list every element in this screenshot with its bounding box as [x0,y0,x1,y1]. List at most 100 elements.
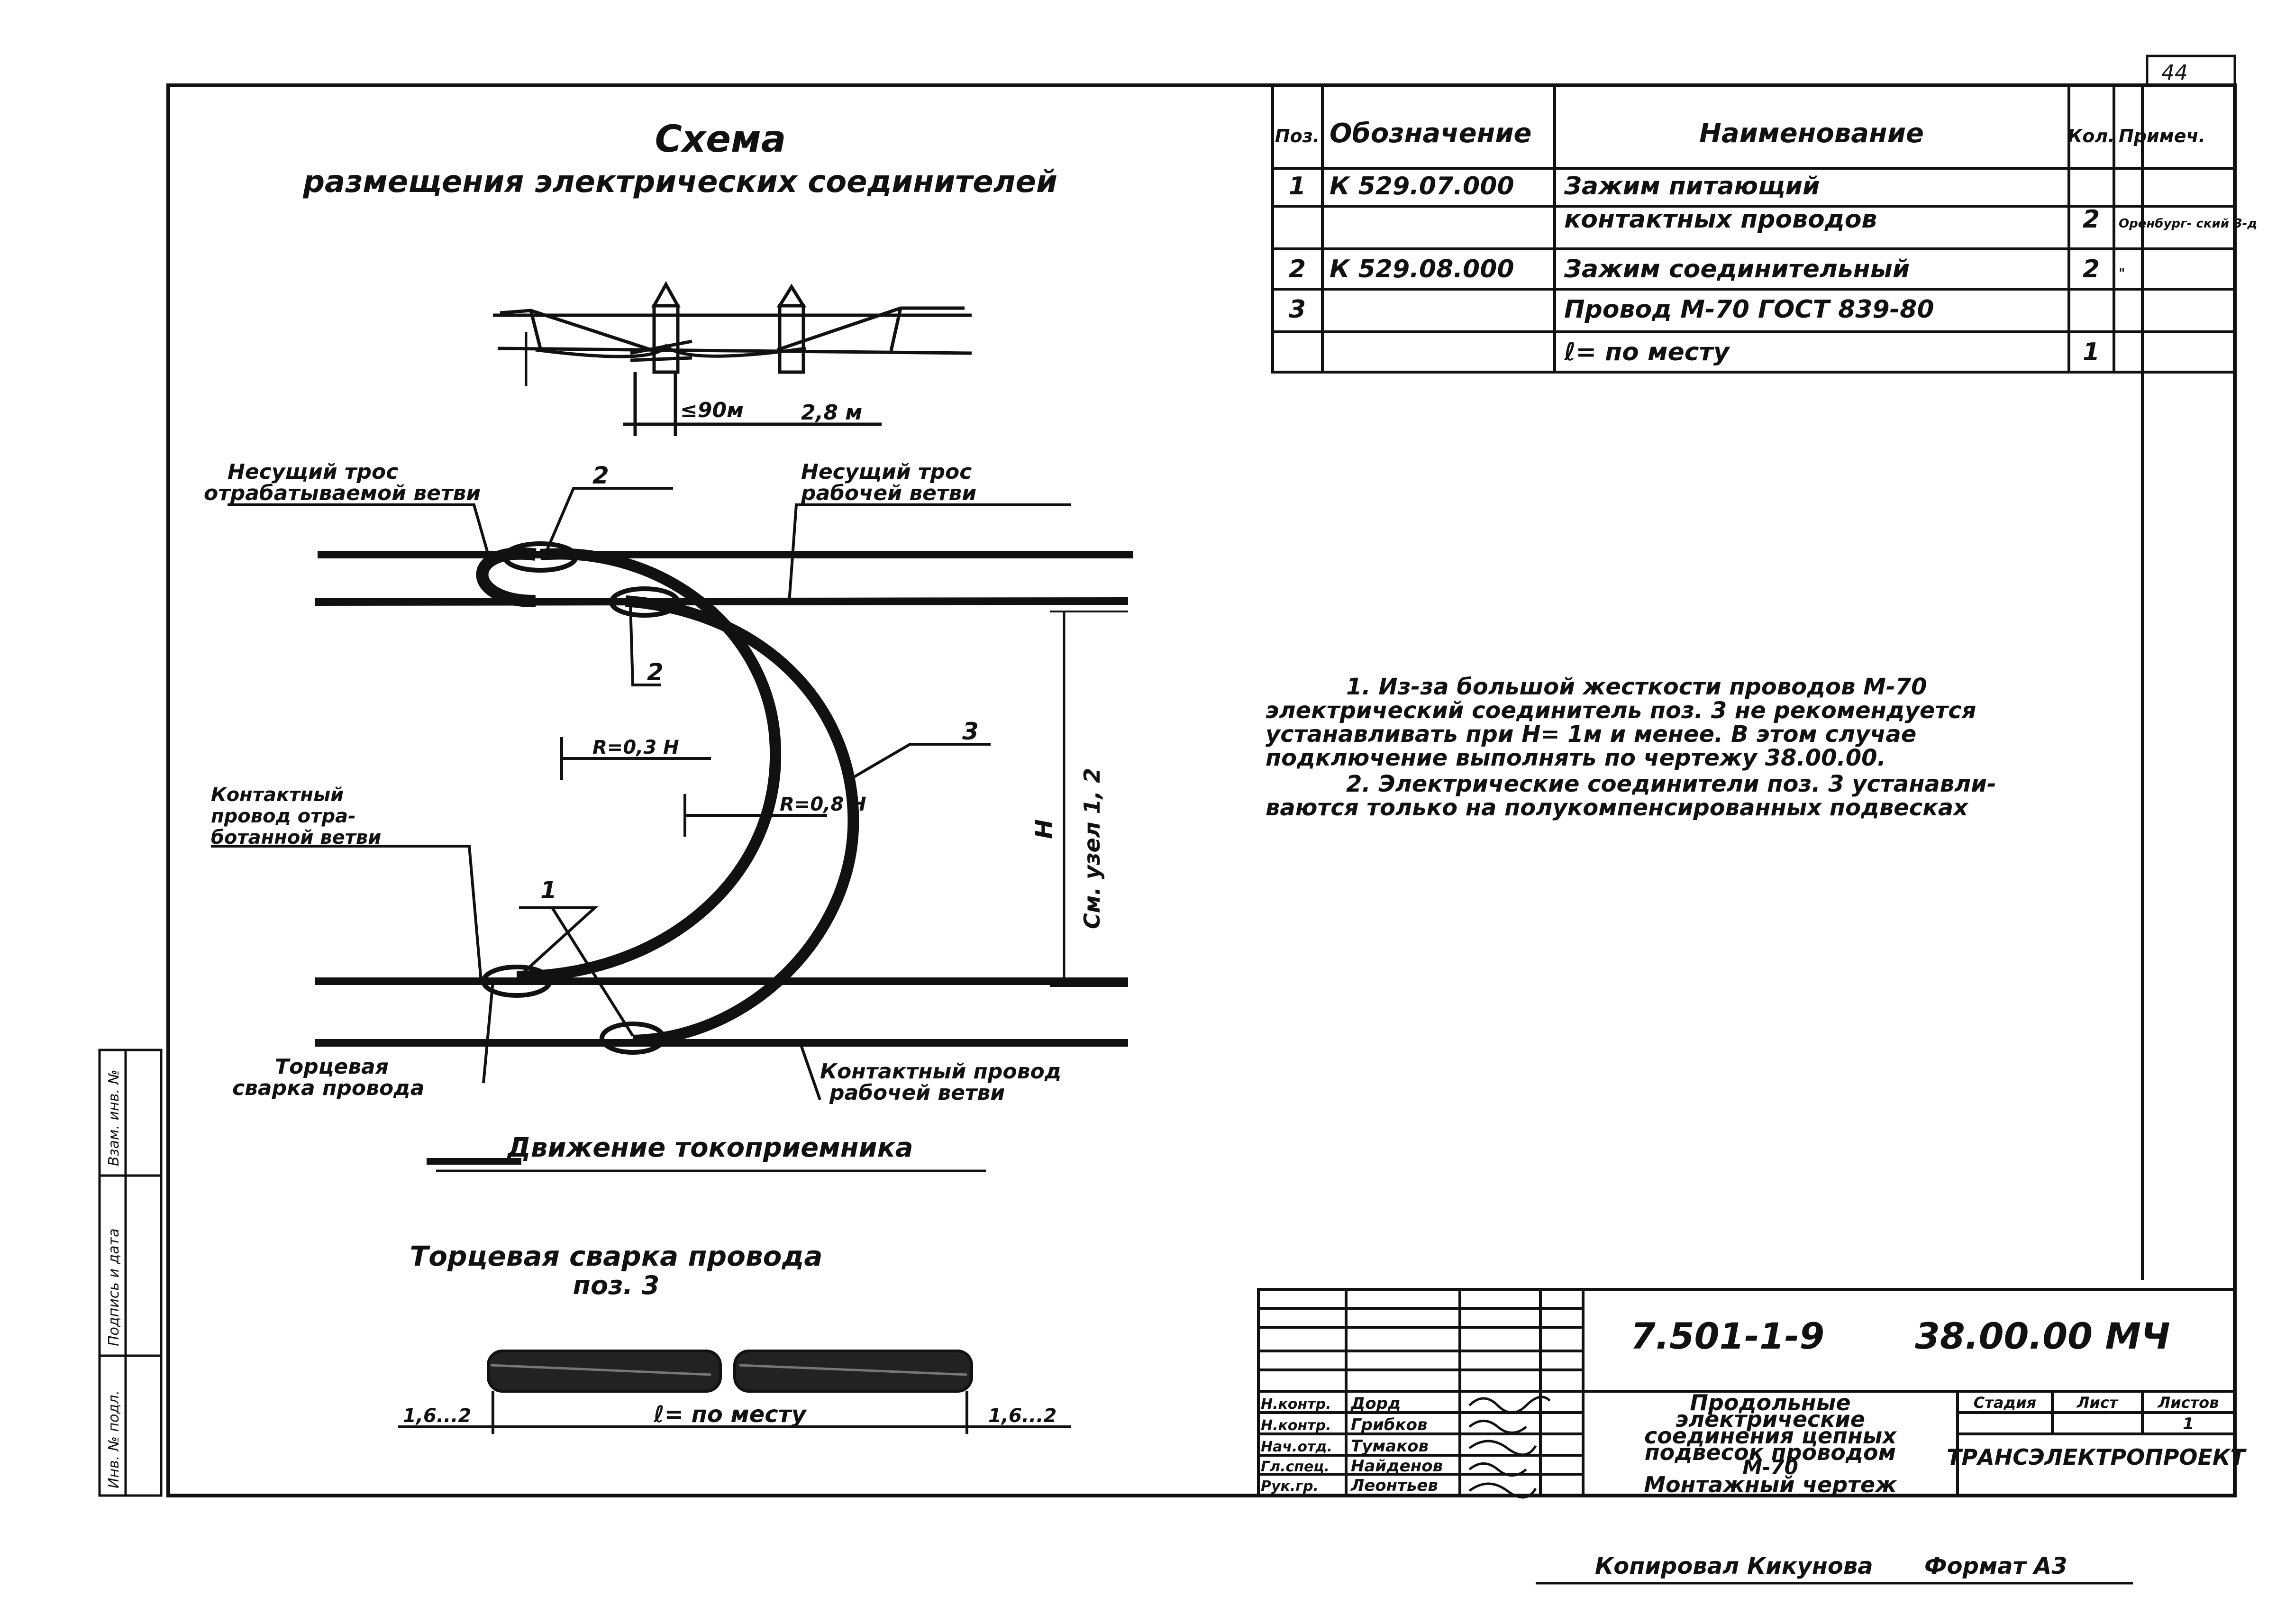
tb-signatures [1468,1396,1551,1499]
callout-end-weld-1: Торцевая [275,1055,389,1079]
callout-carrier-working-2: рабочей ветви [801,481,976,505]
pos-1: 1 [540,876,557,904]
callout-leaders [211,487,1071,1172]
bom-cell: 2 [2083,255,2100,283]
bom-cell: контактных проводов [1564,205,1877,234]
side-stamp-sign: Подпись и дата [106,1229,122,1347]
tb-name: Дорд [1350,1394,1401,1413]
direction-label: Движение токоприемника [506,1132,913,1163]
note-line: подключение выполнять по чертежу 38.00.0… [1266,745,1886,771]
tb-name: Леонтьев [1350,1476,1438,1495]
tb-role: Н.контр. [1261,1396,1331,1413]
bom-cell: Зажим соединительный [1564,255,1910,283]
main-scheme [315,541,1133,1055]
connector-loop-top [476,547,537,608]
scheme-title: Схема [655,118,786,161]
bom-cell: К 529.07.000 [1330,172,1514,201]
bom-header-cell: Кол. [2067,126,2114,146]
notes: 1. Из-за большой жесткости проводов М-70… [1266,674,1996,821]
tb-sheet-header: Лист [2076,1394,2119,1412]
dist-label: 2,8 м [801,401,862,425]
title-block [1257,1288,2236,1497]
tb-desc-line: соединения цепных [1644,1423,1897,1449]
callout-contact-working-1: Контактный провод [820,1059,1061,1084]
callout-contact-unused-2: провод отра- [211,805,356,827]
radius-2: R=0,8 H [780,794,866,815]
side-stamp [98,1049,163,1497]
tb-desc-line: Монтажный чертеж [1644,1472,1897,1497]
tb-role: Рук.гр. [1261,1478,1319,1495]
bom-cell: Провод М-70 ГОСТ 839-80 [1564,295,1934,324]
bom-cell: " [2119,266,2125,281]
note-line: 2. Электрические соединители поз. 3 уста… [1346,771,1996,797]
tb-roles: Н.контр. Н.контр. Нач.отд. Гл.спец. Рук.… [1261,1394,1443,1495]
callout-contact-working-2: рабочей ветви [829,1081,1005,1105]
paper-format: Формат А3 [1924,1553,2067,1579]
bom-cell: ℓ= по месту [1564,338,1730,366]
bom-cell: 1 [2083,338,2100,366]
weld-length: ℓ= по месту [653,1401,807,1428]
note-line: 1. Из-за большой жесткости проводов М-70 [1346,674,1927,700]
scheme-subtitle: размещения электрических соединителей [302,164,1057,200]
tb-name: Грибков [1351,1415,1428,1434]
weld-detail [398,1350,1071,1434]
connector-outer-arc [625,595,859,1046]
callout-contact-unused-1: Контактный [211,784,344,806]
weld-left-dim: 1,6...2 [403,1405,471,1427]
tb-desc-line: электрические [1676,1406,1865,1432]
tb-sheet-value: 1 [2183,1414,2194,1433]
tb-description: Продольные электрические соединения цепн… [1644,1390,1897,1497]
bom-cell: 2 [2083,205,2100,234]
callout-carrier-unused-1: Несущий трос [228,460,398,484]
radius-1: R=0,3 H [592,737,679,758]
side-stamp-replace: Взам. инв. № [106,1069,122,1166]
height-label: H [1030,819,1058,839]
carrier-cable-working [315,597,1129,606]
tb-name: Найденов [1351,1457,1443,1476]
tb-role: Нач.отд. [1261,1439,1332,1455]
pos-3: 3 [962,718,979,745]
callout-carrier-unused-2: отрабатываемой ветви [204,481,481,505]
bom-header-cell: Поз. [1275,126,1320,146]
pos-2-mid: 2 [647,658,664,686]
weld-title: Торцевая сварка провода [410,1240,823,1272]
tb-desc-line: Продольные [1690,1390,1850,1415]
tb-desc-line: М-70 [1742,1456,1798,1479]
callout-contact-unused-3: ботанной ветви [211,827,381,848]
doc-number: 38.00.00 МЧ [1915,1315,2170,1357]
bom-header-cell: Наименование [1699,118,1924,149]
sheet-frame [166,55,2237,1497]
copied-by: Копировал Кикунова [1595,1553,1873,1579]
tb-desc-line: подвесок проводом [1645,1440,1896,1465]
tb-stage-header: Стадия [1974,1394,2036,1412]
span-label: ≤90м [680,398,744,422]
weld-subtitle: поз. 3 [573,1270,660,1300]
bom-cell: 2 [1289,255,1306,283]
tb-sheets-header: Листов [2158,1394,2219,1412]
pos-2-top: 2 [592,462,609,489]
node-label: См. узел 1, 2 [1079,768,1105,929]
callout-carrier-working-1: Несущий трос [801,460,972,484]
note-line: электрический соединитель поз. 3 не реко… [1266,697,1976,724]
bom-cell: 3 [1289,295,1306,324]
tb-organization: ТРАНСЭЛЕКТРОПРОЕКТ [1947,1444,2247,1470]
tb-role: Н.контр. [1261,1417,1331,1434]
sheet-number: 44 [2161,61,2188,85]
bom-table [1271,84,2236,374]
tb-role: Гл.спец. [1261,1459,1330,1475]
bom-cell: Зажим питающий [1564,172,1820,201]
connector-inner-arc [516,548,782,982]
doc-code: 7.501-1-9 [1630,1315,1824,1357]
span-sketch [493,281,972,436]
side-stamp-inv: Инв. № подл. [106,1390,122,1488]
callout-end-weld-2: сварка провода [232,1076,424,1100]
bom-cell: К 529.08.000 [1330,255,1514,283]
note-line: устанавливать при H= 1м и менее. В этом … [1266,721,1916,748]
weld-right-dim: 1,6...2 [988,1405,1056,1427]
bom-cell: Оренбург- ский З-д [2119,217,2257,231]
bom-header-cell: Обозначение [1330,118,1532,149]
tb-name: Тумаков [1351,1437,1429,1456]
note-line: ваются только на полукомпенсированных по… [1266,794,1969,821]
